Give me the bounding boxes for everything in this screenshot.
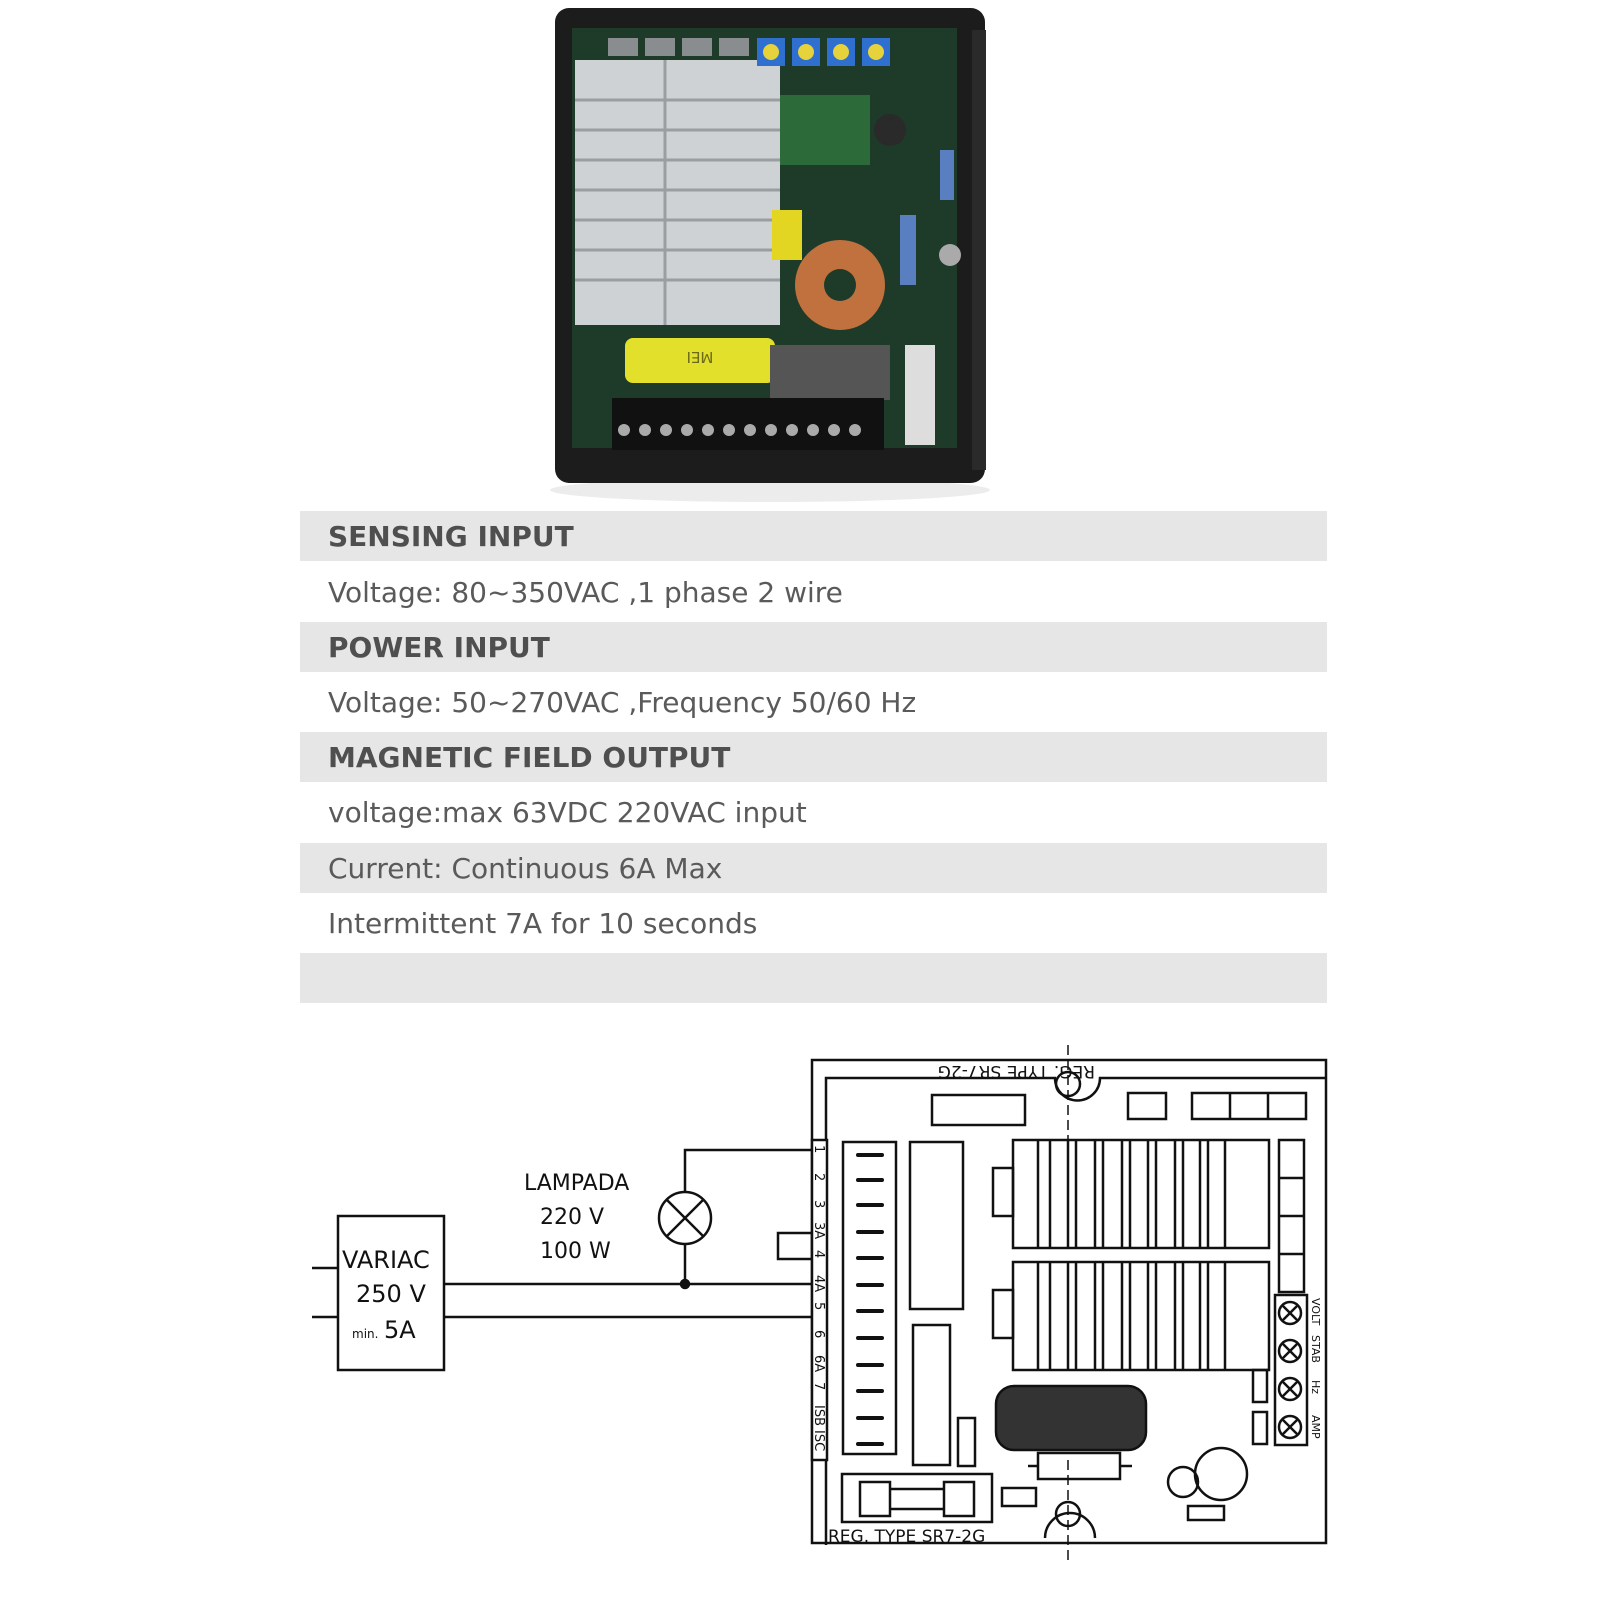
terminal-label: 7 [811, 1382, 826, 1390]
capacitor-marking: MEI [687, 348, 714, 366]
variac-box [336, 1214, 446, 1372]
terminal-labels: 1 2 3 3A 4 4A 5 6 6A 7 ISB ISC [811, 1145, 826, 1451]
coil-drawing [994, 1384, 1148, 1452]
terminal-label: 3 [811, 1200, 826, 1208]
trim-potentiometers [757, 38, 890, 66]
spec-header-sensing-input: SENSING INPUT [300, 511, 1327, 561]
reg-type-label-bottom: REG. TYPE SR7-2G [828, 1527, 985, 1547]
terminal-label: 6A [811, 1355, 826, 1372]
terminal-label: 4 [811, 1250, 826, 1258]
variac-current-prefix: min. [352, 1327, 378, 1341]
fuse [905, 345, 935, 445]
capacitor [625, 338, 775, 383]
variac-voltage: 250 V [356, 1280, 426, 1308]
terminal-label: ISB [811, 1405, 826, 1426]
spec-value-output-voltage: voltage:max 63VDC 220VAC input [328, 796, 807, 829]
terminal-label: 5 [811, 1302, 826, 1310]
reg-type-label-top: REG. TYPE SR7-2G [938, 1061, 1095, 1081]
terminal-label: 4A [811, 1275, 826, 1292]
lamp-label: LAMPADA [524, 1171, 629, 1196]
terminal-label: 1 [811, 1145, 826, 1153]
terminal-label: 3A [811, 1222, 826, 1239]
spec-empty-row [300, 953, 1327, 1003]
terminal-label: 6 [811, 1330, 826, 1338]
pot-label-volt: VOLT [1309, 1298, 1322, 1326]
lamp-symbol [657, 1190, 713, 1246]
spec-value-output-current: Current: Continuous 6A Max [300, 843, 1327, 893]
lamp-power: 100 W [540, 1239, 611, 1264]
variac-current: 5A [384, 1316, 416, 1344]
pot-label-amp: AMP [1309, 1415, 1322, 1439]
spec-value-sensing-voltage: Voltage: 80~350VAC ,1 phase 2 wire [328, 576, 843, 609]
spec-header-magnetic-field-output: MAGNETIC FIELD OUTPUT [300, 732, 1327, 782]
spec-header-power-input: POWER INPUT [300, 622, 1327, 672]
pot-labels: VOLT STAB Hz AMP [1309, 1298, 1322, 1439]
pot-label-stab: STAB [1309, 1335, 1322, 1363]
spec-value-intermittent-current: Intermittent 7A for 10 seconds [328, 907, 758, 940]
wiring-diagram: VARIAC 250 V min. 5A LAMPADA 220 V 100 W… [312, 1045, 1328, 1560]
terminal-label: 2 [811, 1173, 826, 1181]
product-photo: MEI [550, 8, 990, 502]
fuse-drawing [840, 1472, 994, 1524]
pot-label-hz: Hz [1309, 1380, 1322, 1394]
adjustment-pots [1273, 1293, 1309, 1447]
heatsink-drawing [991, 1138, 1271, 1372]
lamp-voltage: 220 V [540, 1205, 604, 1230]
terminal-label: ISC [811, 1430, 826, 1451]
variac-label: VARIAC [342, 1246, 430, 1274]
terminal-block [612, 398, 884, 450]
spec-value-power-voltage: Voltage: 50~270VAC ,Frequency 50/60 Hz [328, 686, 917, 719]
